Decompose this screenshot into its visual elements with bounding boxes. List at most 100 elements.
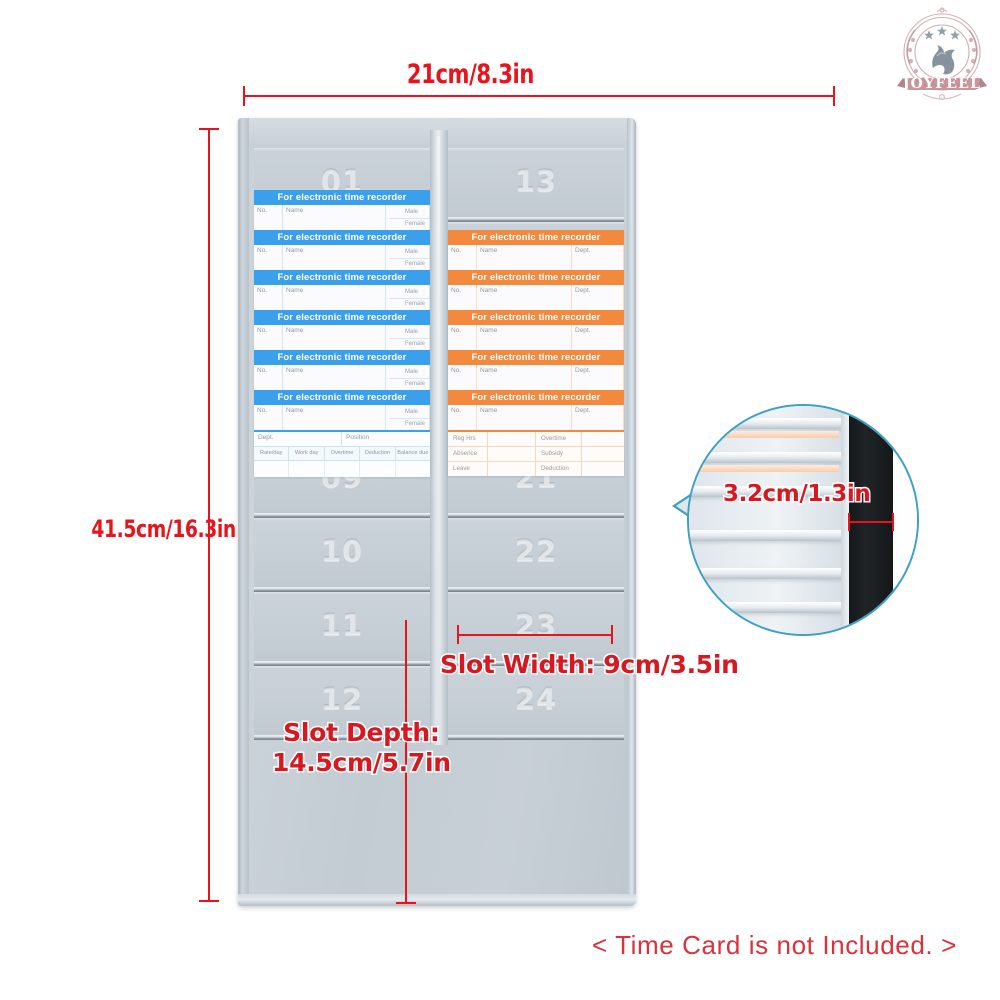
slot-lip-top bbox=[448, 518, 624, 521]
card-field-gender: Male Female bbox=[386, 325, 430, 350]
summary-field-overtime: Overtime bbox=[536, 432, 582, 446]
summary-value-deduction bbox=[582, 462, 624, 476]
slot-lip-top bbox=[448, 222, 624, 225]
card-body: No. Name Dept. bbox=[448, 285, 624, 310]
slot-lip bbox=[448, 513, 624, 518]
card-field-dept: Dept. bbox=[572, 245, 624, 270]
slot-10: 10 bbox=[254, 518, 430, 592]
overall-width-label: 21cm/8.3in bbox=[406, 59, 534, 90]
slot-lip-top bbox=[254, 518, 430, 521]
time-card-orange: For electronic time recorder No. Name De… bbox=[448, 350, 624, 390]
card-field-female: Female bbox=[405, 340, 426, 347]
time-card-blue: For electronic time recorder No. Name Ma… bbox=[254, 230, 430, 270]
time-card-orange: For electronic time recorder No. Name De… bbox=[448, 270, 624, 310]
slot-lip-top bbox=[448, 148, 624, 151]
time-card-orange-summary: Reg Hrs Overtime Absence Subsidy Leave bbox=[448, 430, 624, 476]
magnifier-holder-plate bbox=[689, 406, 849, 634]
summary-row-leave: Leave Deduction bbox=[448, 462, 624, 476]
card-field-name: Name bbox=[477, 245, 572, 270]
overall-height-tick-bottom bbox=[199, 900, 219, 902]
slot-23: 23 bbox=[448, 592, 624, 666]
logo-wordmark: JOYFEEL bbox=[901, 76, 981, 92]
slot-number: 22 bbox=[514, 534, 558, 568]
card-field-dept: Dept. bbox=[572, 365, 624, 390]
card-field-female: Female bbox=[405, 380, 426, 387]
card-field-no: No. bbox=[254, 405, 283, 430]
overall-height-dimension-line bbox=[208, 128, 210, 902]
card-header: For electronic time recorder bbox=[448, 310, 624, 325]
slot-lip bbox=[254, 587, 430, 592]
card-field-no: No. bbox=[448, 365, 477, 390]
card-header: For electronic time recorder bbox=[254, 390, 430, 405]
card-header: For electronic time recorder bbox=[254, 310, 430, 325]
magnifier-edge-highlight bbox=[841, 406, 850, 634]
pocket-depth-tick-right bbox=[892, 513, 894, 531]
card-field-male: Male bbox=[389, 367, 429, 379]
card-body: No. Name Male Female bbox=[254, 245, 430, 270]
slot-number: 23 bbox=[514, 608, 558, 642]
card-body: No. Name Dept. bbox=[448, 245, 624, 270]
card-field-name: Name bbox=[283, 245, 386, 270]
summary-field-leave: Leave bbox=[448, 462, 488, 476]
slot-lip bbox=[448, 587, 624, 592]
card-field-name: Name bbox=[283, 325, 386, 350]
card-header: For electronic time recorder bbox=[448, 350, 624, 365]
card-field-gender: Male Female bbox=[386, 405, 430, 430]
slot-lip bbox=[254, 661, 430, 666]
slot-24: 24 bbox=[448, 666, 624, 740]
card-header: For electronic time recorder bbox=[254, 270, 430, 285]
time-card-holder-body: 01 09 10 11 bbox=[238, 118, 636, 906]
slot-number: 10 bbox=[320, 534, 364, 568]
card-field-gender: Male Female bbox=[386, 245, 430, 270]
slot-depth-label: Slot Depth: 14.5cm/5.7in bbox=[271, 717, 453, 778]
slot-12: 12 bbox=[254, 666, 430, 740]
slot-depth-dimension-line bbox=[405, 620, 407, 904]
card-field-no: No. bbox=[448, 285, 477, 310]
time-card-orange: For electronic time recorder No. Name De… bbox=[448, 310, 624, 350]
time-card-blue: For electronic time recorder No. Name Ma… bbox=[254, 190, 430, 230]
summary-value-row bbox=[254, 461, 430, 477]
slot-width-label: Slot Width: 9cm/3.5in bbox=[439, 649, 741, 681]
summary-col-rate-day: Rate/day bbox=[254, 447, 290, 460]
slot-lip-top bbox=[254, 666, 430, 669]
card-field-name: Name bbox=[477, 325, 572, 350]
summary-col-deduction: Deduction bbox=[360, 447, 396, 460]
slot-13: 13 bbox=[448, 148, 624, 222]
magnifier-slat bbox=[689, 602, 849, 613]
slot-number: 11 bbox=[320, 608, 364, 642]
summary-value-cell bbox=[360, 461, 396, 477]
magnifier-slat bbox=[689, 452, 849, 463]
time-card-blue: For electronic time recorder No. Name Ma… bbox=[254, 350, 430, 390]
card-field-dept: Dept. bbox=[572, 325, 624, 350]
summary-row-dept-position: Dept. Position bbox=[254, 432, 430, 447]
card-field-name: Name bbox=[283, 205, 386, 230]
slot-lip bbox=[254, 735, 430, 740]
holder-bottom-bevel bbox=[238, 894, 636, 906]
card-field-no: No. bbox=[254, 365, 283, 390]
slot-number: 12 bbox=[320, 682, 364, 716]
summary-col-balance-due: Balance due bbox=[397, 450, 429, 456]
summary-value-cell bbox=[325, 461, 361, 477]
blue-time-card-stack: For electronic time recorder No. Name Ma… bbox=[254, 190, 430, 477]
magnifier-content: 3.2cm/1.3in bbox=[689, 406, 917, 634]
slot-lip bbox=[448, 217, 624, 222]
pocket-depth-label: 3.2cm/1.3in bbox=[721, 480, 872, 509]
slot-22: 22 bbox=[448, 518, 624, 592]
holder-center-rib bbox=[430, 130, 448, 745]
card-body: No. Name Male Female bbox=[254, 365, 430, 390]
card-body: No. Name Male Female bbox=[254, 325, 430, 350]
time-card-blue: For electronic time recorder No. Name Ma… bbox=[254, 270, 430, 310]
slot-lip bbox=[254, 513, 430, 518]
overall-width-tick-left bbox=[243, 86, 245, 106]
card-field-no: No. bbox=[254, 205, 283, 230]
slot-depth-label-line1: Slot Depth: bbox=[282, 717, 442, 749]
slot-depth-label-line2: 14.5cm/5.7in bbox=[271, 746, 453, 778]
card-header: For electronic time recorder bbox=[254, 230, 430, 245]
card-field-dept: Dept. bbox=[572, 405, 624, 430]
card-field-no: No. bbox=[448, 325, 477, 350]
card-field-male: Male bbox=[389, 287, 429, 299]
summary-value-cell bbox=[289, 461, 325, 477]
summary-field-absence: Absence bbox=[448, 447, 488, 461]
summary-field-position: Position bbox=[346, 434, 370, 441]
card-body: No. Name Male Female bbox=[254, 205, 430, 230]
